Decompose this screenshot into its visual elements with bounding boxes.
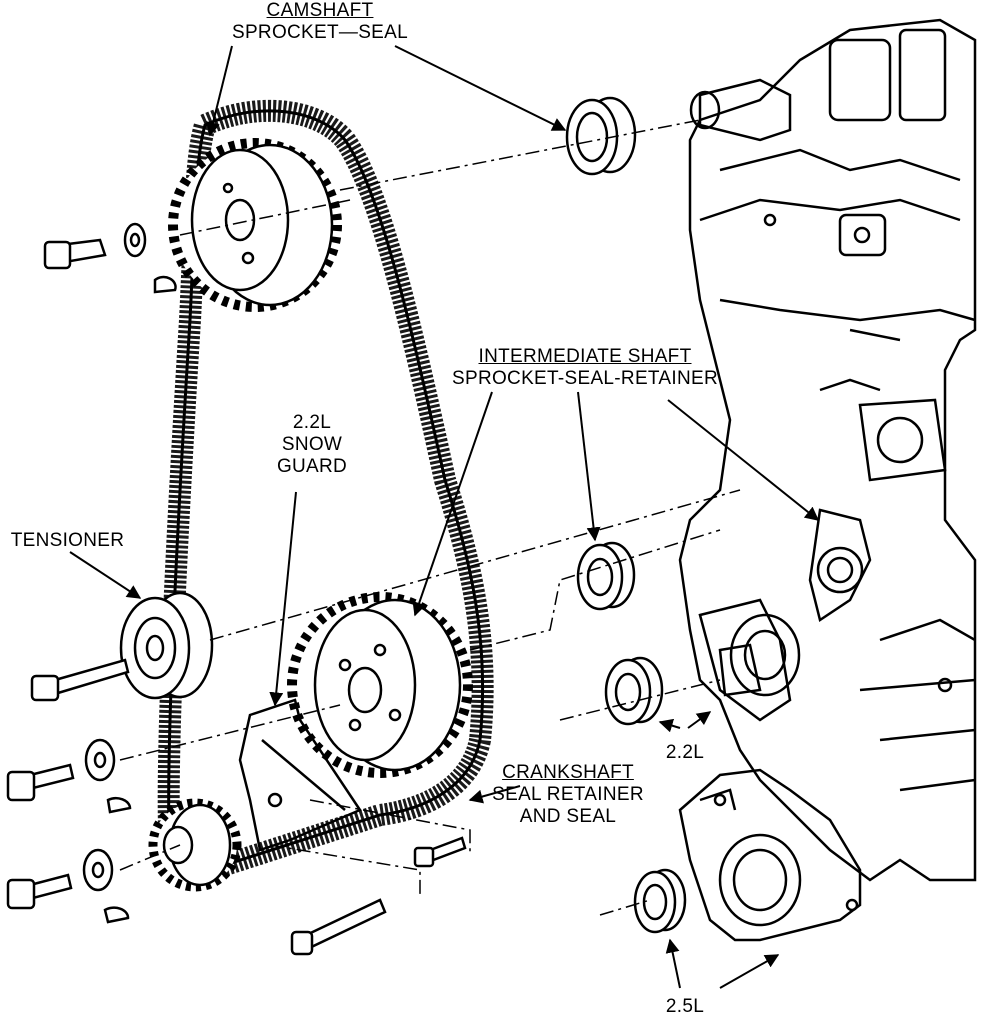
engine-block <box>678 18 977 882</box>
snow-guard <box>238 698 362 852</box>
seal-25-label: 2.5L <box>655 996 715 1018</box>
intermediate-shaft-label: INTERMEDIATE SHAFT SPROCKET-SEAL-RETAINE… <box>420 346 750 390</box>
camshaft-label: CAMSHAFT SPROCKET—SEAL <box>220 0 420 44</box>
leader-arrows <box>69 45 820 989</box>
camshaft-seal <box>565 96 637 176</box>
crankshaft-sprocket <box>148 798 242 892</box>
seal-22-label: 2.2L <box>655 742 715 764</box>
camshaft-label-line2: SPROCKET—SEAL <box>231 22 408 43</box>
intermediate-label-line1: INTERMEDIATE SHAFT <box>478 346 692 367</box>
snow-guard-label-line1: 2.2L <box>292 412 332 433</box>
intermediate-shaft-sprocket <box>287 592 473 778</box>
crankshaft-label-line3: AND SEAL <box>519 806 617 827</box>
tensioner-label-text: TENSIONER <box>10 530 125 551</box>
intermediate-label-line2: SPROCKET-SEAL-RETAINER <box>452 368 718 389</box>
snow-guard-label-line3: GUARD <box>276 456 348 477</box>
seal-22-label-text: 2.2L <box>665 742 705 763</box>
crankshaft-seal-22 <box>604 656 664 726</box>
crankshaft-label-line1: CRANKSHAFT <box>502 762 634 783</box>
fasteners <box>6 222 467 956</box>
seal-25-label-text: 2.5L <box>665 996 705 1017</box>
snow-guard-label-line2: SNOW <box>281 434 343 455</box>
crankshaft-seal-retainer-25 <box>678 768 862 942</box>
camshaft-sprocket <box>168 138 342 312</box>
tensioner-label: TENSIONER <box>0 530 135 552</box>
crankshaft-label: CRANKSHAFT SEAL RETAINER AND SEAL <box>478 762 658 828</box>
tensioner <box>119 591 214 700</box>
timing-belt <box>157 99 494 878</box>
camshaft-label-line1: CAMSHAFT <box>266 0 374 21</box>
centerlines <box>119 119 741 916</box>
snow-guard-label: 2.2L SNOW GUARD <box>262 412 362 478</box>
intermediate-shaft-seal <box>576 541 636 611</box>
crankshaft-label-line2: SEAL RETAINER <box>492 784 644 805</box>
crankshaft-seal-25 <box>633 868 687 934</box>
